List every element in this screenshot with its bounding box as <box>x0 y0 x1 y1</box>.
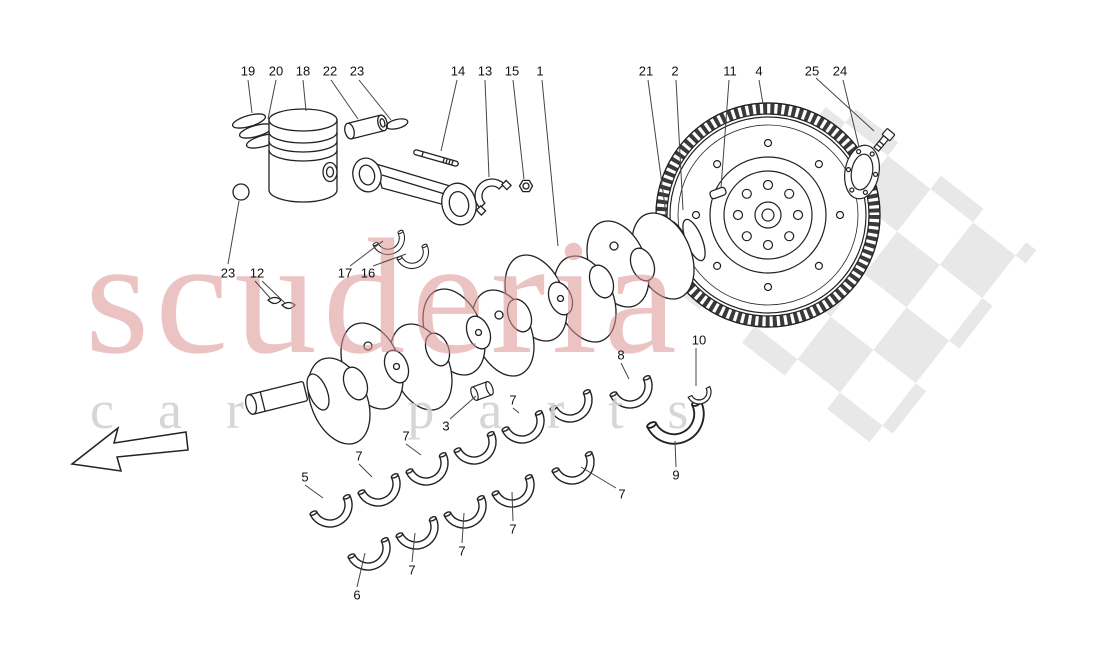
part-label-14: 14 <box>451 64 465 79</box>
woodruff-key <box>266 296 282 305</box>
leader-line <box>449 395 477 420</box>
part-label-7: 7 <box>355 449 362 464</box>
part-label-23: 23 <box>221 266 235 281</box>
part-label-25: 25 <box>805 64 819 79</box>
rod-nut <box>518 179 534 193</box>
part-label-13: 13 <box>478 64 492 79</box>
leader-lines <box>227 77 875 588</box>
part-label-3: 3 <box>442 419 449 434</box>
part-label-17: 17 <box>338 266 352 281</box>
dowel-pin <box>709 186 727 200</box>
leader-line <box>720 79 730 189</box>
leader-line <box>440 79 458 152</box>
leader-line <box>372 253 407 267</box>
part-label-7: 7 <box>618 487 625 502</box>
part-label-7: 7 <box>509 393 516 408</box>
part-label-5: 5 <box>301 470 308 485</box>
drive-plate <box>844 144 880 200</box>
leader-line <box>302 79 307 112</box>
leader-line <box>541 79 559 247</box>
part-label-7: 7 <box>402 429 409 444</box>
leader-line <box>512 79 525 180</box>
part-label-18: 18 <box>296 64 310 79</box>
part-label-11: 11 <box>723 64 737 79</box>
circlip <box>232 183 250 201</box>
leader-line <box>247 79 253 114</box>
part-label-2: 2 <box>671 64 678 79</box>
part-label-19: 19 <box>241 64 255 79</box>
part-label-10: 10 <box>692 333 706 348</box>
leader-line <box>511 491 514 522</box>
direction-arrow <box>70 426 189 472</box>
piston-crown <box>268 108 338 132</box>
connecting-rod-group <box>352 149 534 226</box>
leader-line <box>512 407 520 414</box>
part-label-7: 7 <box>509 522 516 537</box>
leader-line <box>358 463 373 478</box>
leader-line <box>358 79 392 121</box>
leader-line <box>261 280 286 304</box>
part-label-21: 21 <box>639 64 653 79</box>
part-labels: 19 20 18 22 23 14 13 15 1 21 2 11 4 25 24 23 12 17 16 3 7 8 10… <box>221 64 847 603</box>
part-label-9: 9 <box>672 468 679 483</box>
part-label-7: 7 <box>408 563 415 578</box>
leader-line <box>304 484 324 499</box>
leader-line <box>267 79 277 120</box>
watermark-brand: scuderia <box>85 205 683 388</box>
snap-ring <box>385 118 409 130</box>
leader-line <box>411 532 416 563</box>
part-label-7: 7 <box>458 544 465 559</box>
watermark-subtitle: car parts <box>90 380 732 440</box>
bearing-shells-group <box>308 229 715 579</box>
leader-line <box>484 79 490 178</box>
leader-line <box>815 77 875 132</box>
part-label-4: 4 <box>755 64 762 79</box>
leader-line <box>620 362 630 380</box>
leader-line <box>330 79 359 120</box>
leader-line <box>842 79 860 148</box>
locating-pin <box>470 381 494 401</box>
crankshaft-group <box>244 186 727 445</box>
part-label-22: 22 <box>323 64 337 79</box>
piston-group <box>231 108 409 310</box>
woodruff-key <box>280 301 296 310</box>
part-label-15: 15 <box>505 64 519 79</box>
part-label-23: 23 <box>350 64 364 79</box>
piston-pin <box>344 114 388 140</box>
leader-line <box>254 280 272 300</box>
part-label-20: 20 <box>269 64 283 79</box>
flywheel-group <box>655 102 881 328</box>
part-label-24: 24 <box>833 64 847 79</box>
leader-line <box>405 443 422 456</box>
rod-bolt <box>413 149 459 167</box>
part-label-8: 8 <box>617 348 624 363</box>
part-label-16: 16 <box>361 266 375 281</box>
flywheel-bolt <box>873 128 896 152</box>
leader-line <box>356 552 366 588</box>
crank-nose <box>244 380 309 415</box>
drive-plate-group <box>844 128 896 200</box>
leader-line <box>675 79 684 211</box>
leader-line <box>758 79 764 105</box>
part-label-6: 6 <box>353 588 360 603</box>
part-label-1: 1 <box>536 64 543 79</box>
part-label-12: 12 <box>250 266 264 281</box>
leader-line <box>674 440 677 468</box>
leader-line <box>580 466 617 489</box>
thrust-washer <box>687 385 712 405</box>
rod-cap <box>474 178 513 217</box>
leader-line <box>461 512 465 544</box>
leader-line <box>227 200 240 265</box>
leader-line <box>349 240 384 267</box>
leader-line <box>647 79 667 215</box>
